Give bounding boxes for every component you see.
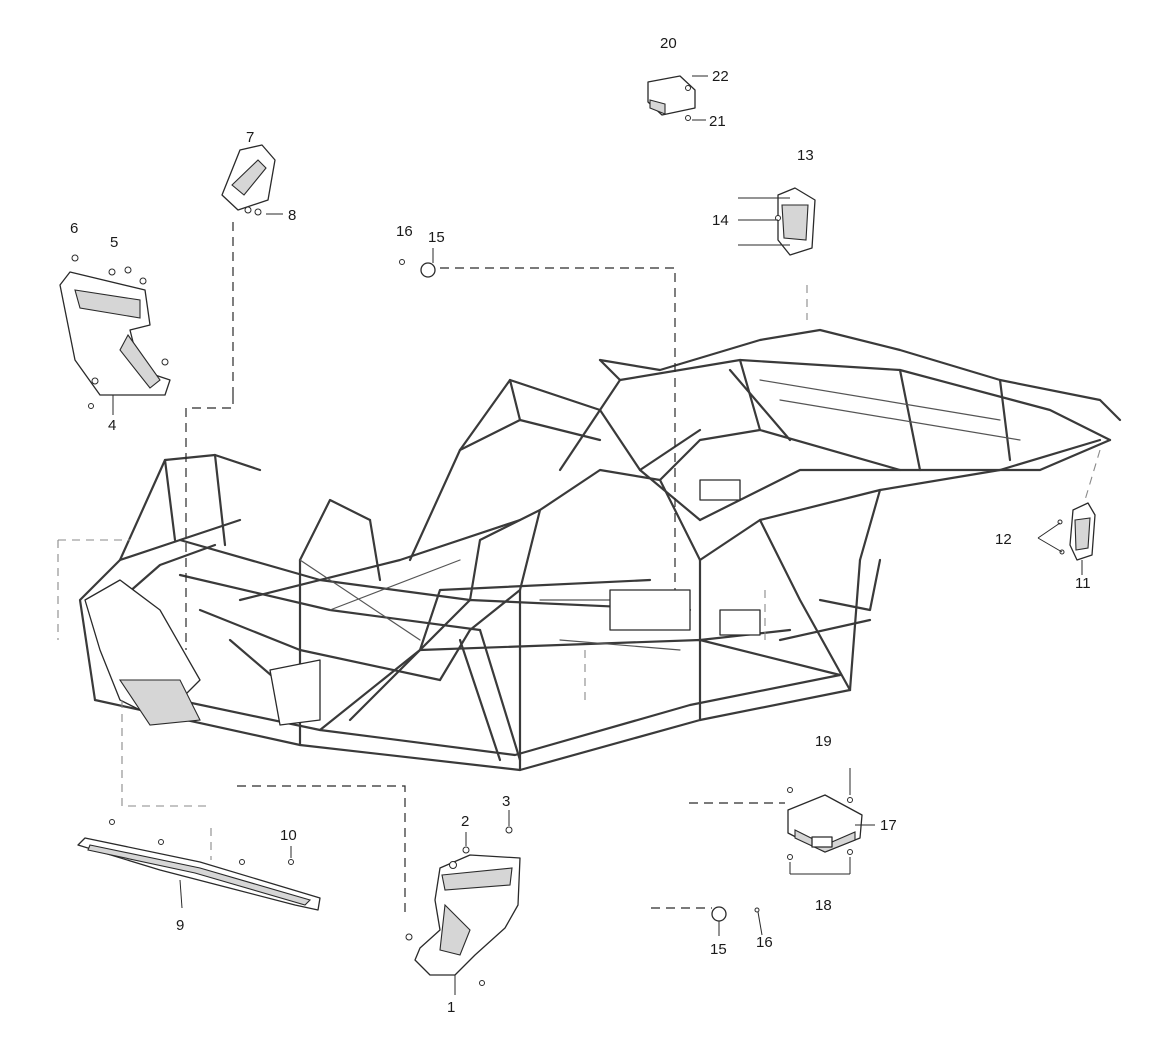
callout-10: 10 [280, 827, 297, 844]
clip-15-upper [399, 248, 436, 278]
callout-2: 2 [461, 813, 469, 830]
bracket-7 [221, 144, 283, 395]
callout-17: 17 [880, 817, 897, 834]
callout-18: 18 [815, 897, 832, 914]
callout-6: 6 [70, 220, 78, 237]
callout-14: 14 [712, 212, 729, 229]
trim-strip-9 [77, 819, 321, 911]
callout-3: 3 [502, 793, 510, 810]
side-panel-4 [59, 254, 171, 415]
callout-7: 7 [246, 129, 254, 146]
callout-13: 13 [797, 147, 814, 164]
callout-15-upper: 15 [428, 229, 445, 246]
callout-16-lower: 16 [756, 934, 773, 951]
callout-9: 9 [176, 917, 184, 934]
callout-21: 21 [709, 113, 726, 130]
clip-15-lower [711, 906, 763, 936]
callout-1: 1 [447, 999, 455, 1016]
callout-16-upper: 16 [396, 223, 413, 240]
callout-labels: 1 2 3 4 5 6 7 8 9 10 11 12 13 14 15 16 1… [70, 35, 1091, 1016]
control-module-17 [787, 768, 875, 875]
vehicle-frame [78, 328, 1122, 772]
callout-15-lower: 15 [710, 941, 727, 958]
module-20 [647, 75, 708, 121]
callout-20: 20 [660, 35, 677, 52]
assembly-guide-lines [57, 267, 1101, 915]
side-panel-1 [405, 810, 521, 995]
callout-12: 12 [995, 531, 1012, 548]
callout-19: 19 [815, 733, 832, 750]
callout-5: 5 [110, 234, 118, 251]
callout-4: 4 [108, 417, 116, 434]
callout-8: 8 [288, 207, 296, 224]
callout-11: 11 [1075, 575, 1091, 592]
bracket-13 [738, 187, 816, 256]
callout-22: 22 [712, 68, 729, 85]
bracket-11 [1037, 502, 1096, 575]
